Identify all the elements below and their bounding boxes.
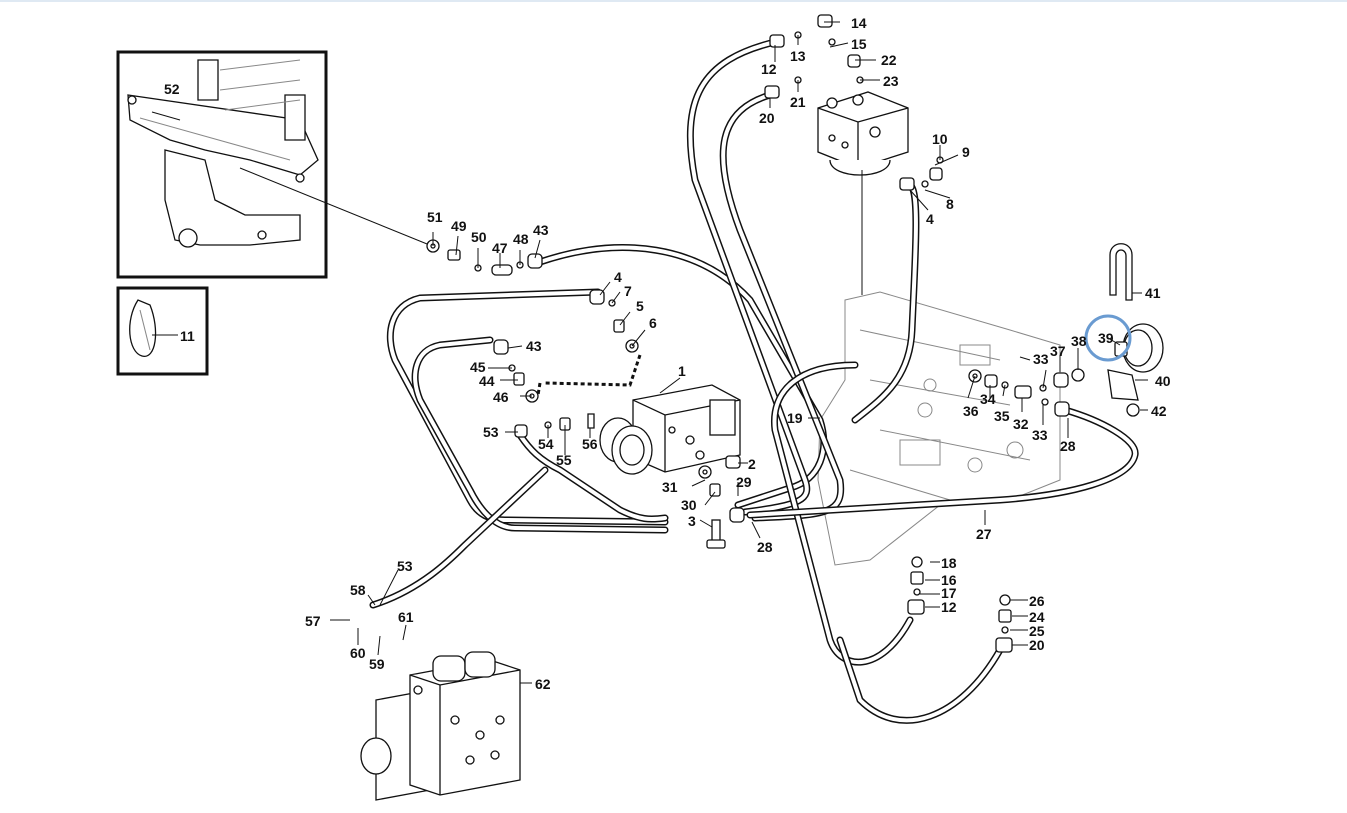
label-39: 39 [1098,330,1114,346]
label-35: 35 [994,408,1010,424]
label-18: 18 [941,555,957,571]
leader-lines [151,21,1148,684]
fittings [426,14,1164,653]
label-28-left: 28 [757,539,773,555]
label-47: 47 [492,240,508,256]
label-19: 19 [787,410,803,426]
label-57: 57 [305,613,321,629]
label-58: 58 [350,582,366,598]
label-51: 51 [427,209,443,225]
label-6: 6 [649,315,657,331]
valve-block-lower [360,651,521,801]
label-36: 36 [963,403,979,419]
label-25: 25 [1029,623,1045,639]
label-50: 50 [471,229,487,245]
label-4-center: 4 [614,269,622,285]
label-3: 3 [688,513,696,529]
label-16: 16 [941,572,957,588]
label-41: 41 [1145,285,1161,301]
part-labels: 14 15 13 12 22 23 21 20 10 9 8 4 52 11 5… [164,15,1171,692]
label-5: 5 [636,298,644,314]
label-43-top: 43 [533,222,549,238]
label-56: 56 [582,436,598,452]
label-2: 2 [748,456,756,472]
label-52: 52 [164,81,180,97]
label-22: 22 [881,52,897,68]
label-33-bottom: 33 [1032,427,1048,443]
label-15: 15 [851,36,867,52]
label-12-top: 12 [761,61,777,77]
label-13: 13 [790,48,806,64]
label-1: 1 [678,363,686,379]
label-20-bottom: 20 [1029,637,1045,653]
label-53-upper: 53 [483,424,499,440]
label-42: 42 [1151,403,1167,419]
label-34: 34 [980,391,996,407]
label-55: 55 [556,452,572,468]
label-14: 14 [851,15,867,31]
label-38: 38 [1071,333,1087,349]
label-9: 9 [962,144,970,160]
label-46: 46 [493,389,509,405]
label-32: 32 [1013,416,1029,432]
label-7: 7 [624,283,632,299]
label-11: 11 [180,328,195,344]
label-30: 30 [681,497,697,513]
inset-cable-tie [116,286,209,376]
label-48: 48 [513,231,529,247]
label-33-top: 33 [1033,351,1049,367]
label-24: 24 [1029,609,1045,625]
label-29: 29 [736,474,752,490]
label-45: 45 [470,359,486,375]
label-17: 17 [941,585,957,601]
label-26: 26 [1029,593,1045,609]
valve-block-center [599,384,741,475]
label-54: 54 [538,436,554,452]
label-20-top: 20 [759,110,775,126]
label-10: 10 [932,131,948,147]
inset-frame-detail [116,50,328,279]
label-40: 40 [1155,373,1171,389]
label-27: 27 [976,526,992,542]
label-12-bottom: 12 [941,599,957,615]
label-23: 23 [883,73,899,89]
label-21: 21 [790,94,806,110]
label-43-mid: 43 [526,338,542,354]
top-border-line [0,0,1347,2]
label-37: 37 [1050,343,1066,359]
label-61: 61 [398,609,414,625]
valve-block-upper [817,91,909,176]
label-44: 44 [479,373,495,389]
highlight-circle-39 [1084,314,1132,362]
label-60: 60 [350,645,366,661]
label-28-right: 28 [1060,438,1076,454]
label-4-right: 4 [926,211,934,227]
label-62: 62 [535,676,551,692]
label-49: 49 [451,218,467,234]
label-53-lower: 53 [397,558,413,574]
label-8: 8 [946,196,954,212]
hose-lines [369,38,1139,724]
label-59: 59 [369,656,385,672]
label-31: 31 [662,479,678,495]
